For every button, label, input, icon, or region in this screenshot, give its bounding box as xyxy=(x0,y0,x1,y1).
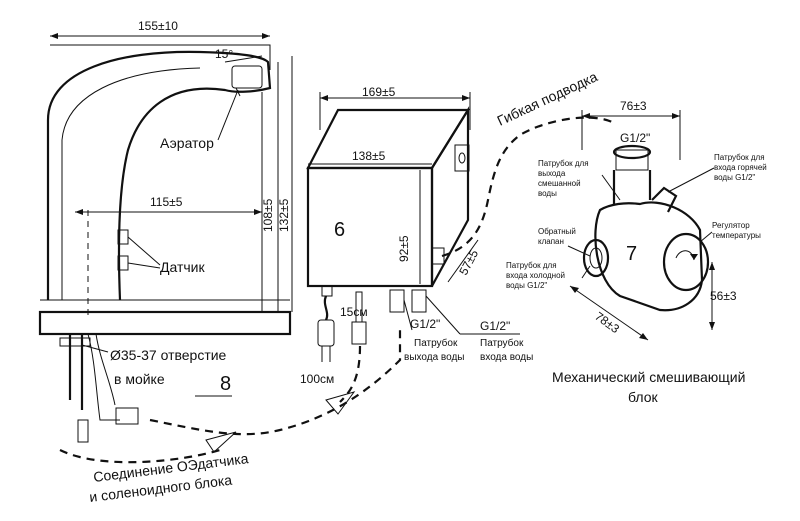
control-box-drawing xyxy=(306,92,520,362)
outlet-label-1: Патрубок xyxy=(414,337,458,349)
box-height-dim: 92±5 xyxy=(397,235,411,262)
inlet-fitting xyxy=(411,289,427,313)
mixed-out-label-2: выхода xyxy=(538,169,566,178)
check-valve-label-2: клапан xyxy=(538,237,564,246)
faucet-spout xyxy=(46,50,272,301)
mixer-number: 7 xyxy=(626,243,637,265)
mixer-caption-2: блок xyxy=(628,389,659,405)
flexible-hose xyxy=(441,116,613,258)
hot-in-label-1: Патрубок для xyxy=(714,153,765,162)
inlet-thread: G1/2" xyxy=(480,319,510,333)
box-front xyxy=(306,166,434,288)
mixer-caption-1: Механический смешивающий xyxy=(552,369,745,385)
power-plug xyxy=(317,319,335,347)
box-depth-dim: 57±5 xyxy=(456,247,481,277)
control-box-labels: 169±5 138±5 92±5 57±5 6 100см 15см G1/2"… xyxy=(300,85,533,386)
mixer-body xyxy=(594,201,704,312)
sensor-cable-end xyxy=(77,419,89,443)
box-width-front-dim: 138±5 xyxy=(352,149,386,163)
power-cable xyxy=(323,295,329,321)
box-width-top-dim: 169±5 xyxy=(362,85,396,99)
regulator-label-1: Регулятор xyxy=(712,221,750,230)
connection-cable xyxy=(149,330,402,436)
sensor-label: Датчик xyxy=(160,259,205,275)
mixed-out-label-4: воды xyxy=(538,189,557,198)
faucet-labels: 155±10 15° Аэратор 115±5 108±5 132±5 Дат… xyxy=(110,19,291,387)
cold-in-label-1: Патрубок для xyxy=(506,261,557,270)
hole-label-1: Ø35-37 отверстие xyxy=(110,347,227,363)
mixer-side-dim: 56±3 xyxy=(710,289,737,303)
faucet-height-dim-1: 108±5 xyxy=(261,198,275,232)
check-valve-label-1: Обратный xyxy=(538,227,576,236)
hose-number: 8 xyxy=(220,373,231,395)
cable-connector xyxy=(115,407,139,425)
mixed-out-label-1: Патрубок для xyxy=(538,159,589,168)
hose-lines xyxy=(59,116,613,464)
faucet-reach-dim: 115±5 xyxy=(150,195,183,209)
sensor-window-2 xyxy=(117,255,129,271)
box-side xyxy=(430,106,470,287)
aerator-label: Аэратор xyxy=(160,135,214,151)
sensor-plug xyxy=(351,321,367,345)
sensor-cable-length: 15см xyxy=(340,305,368,319)
outlet-thread: G1/2" xyxy=(410,317,440,331)
box-number: 6 xyxy=(334,219,345,241)
mixer-drawing xyxy=(567,110,715,341)
hole-label-2: в мойке xyxy=(114,371,165,387)
hose-label: Гибкая подводка xyxy=(495,68,600,129)
mixer-labels: 76±3 G1/2" 7 Патрубок для выхода смешанн… xyxy=(506,99,767,405)
cold-in-label-3: воды G1/2" xyxy=(506,281,547,290)
aerator-shape xyxy=(231,65,263,89)
outlet-fitting xyxy=(389,289,405,313)
power-cable-length: 100см xyxy=(300,372,334,386)
faucet-width-dim: 155±10 xyxy=(138,19,178,33)
faucet-height-dim-2: 132±5 xyxy=(277,198,291,232)
faucet-drawing xyxy=(38,33,293,443)
mixer-width-dim: 76±3 xyxy=(620,99,647,113)
box-top xyxy=(306,108,470,170)
cold-inlet xyxy=(582,238,610,278)
regulator-label-2: температуры xyxy=(712,231,761,240)
sensor-cable-run xyxy=(339,345,362,403)
mixer-depth-dim: 78±3 xyxy=(592,309,622,336)
cold-in-label-2: входа холодной xyxy=(506,271,565,280)
mixer-top-thread: G1/2" xyxy=(620,131,650,145)
hot-in-label-2: входа горячей xyxy=(714,163,767,172)
outlet-label-2: выхода воды xyxy=(404,352,464,363)
mixed-out-label-3: смешанной xyxy=(538,179,581,188)
inlet-label-2: входа воды xyxy=(480,352,533,363)
countertop xyxy=(38,310,292,336)
inlet-label-1: Патрубок xyxy=(480,337,524,349)
faucet-angle: 15° xyxy=(215,47,233,61)
temperature-knob xyxy=(662,232,710,292)
hot-in-label-3: воды G1/2" xyxy=(714,173,755,182)
